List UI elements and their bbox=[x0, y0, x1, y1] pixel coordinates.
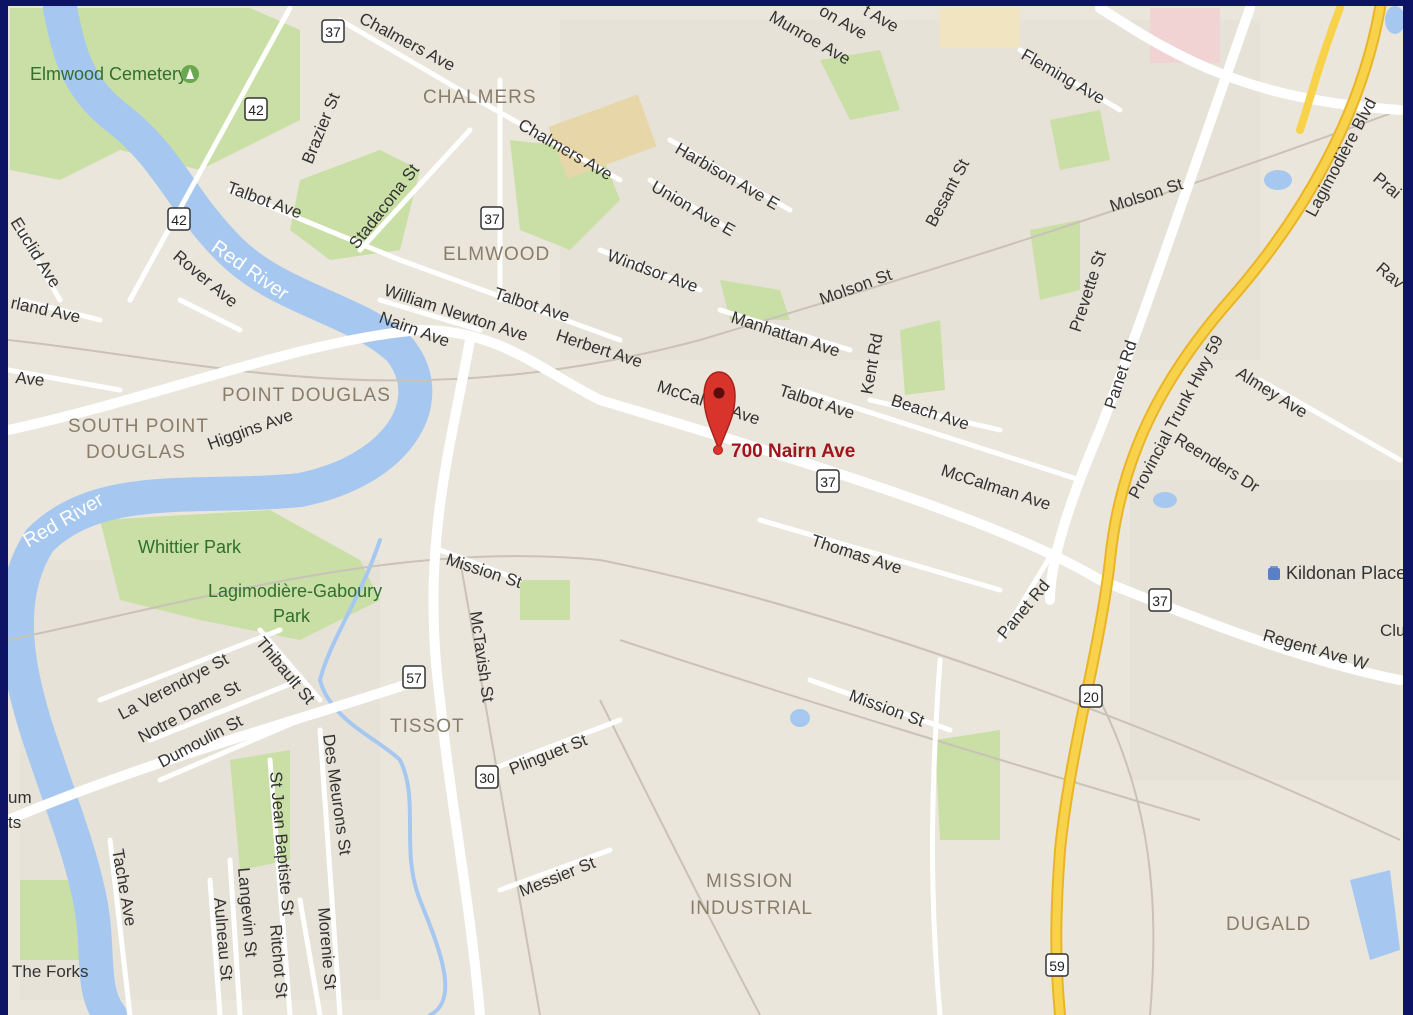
commercial-area bbox=[940, 8, 1020, 48]
park-label[interactable]: Park bbox=[273, 606, 311, 626]
cemetery-icon bbox=[181, 65, 199, 83]
neighborhood-label: SOUTH POINT bbox=[68, 416, 209, 437]
svg-text:37: 37 bbox=[484, 211, 500, 227]
neighborhood-label: CHALMERS bbox=[423, 87, 537, 108]
river-features bbox=[8, 6, 448, 1015]
svg-text:37: 37 bbox=[820, 474, 836, 490]
svg-text:30: 30 bbox=[479, 770, 495, 786]
neighborhood-label: POINT DOUGLAS bbox=[222, 385, 391, 406]
shopping-icon bbox=[1268, 566, 1280, 580]
street-label: Ave bbox=[15, 368, 46, 390]
route-shield: 37 bbox=[1148, 588, 1172, 612]
svg-text:59: 59 bbox=[1049, 958, 1065, 974]
pin-label[interactable]: 700 Nairn Ave bbox=[731, 441, 855, 462]
highways-inner bbox=[1052, 6, 1384, 1015]
ponds bbox=[790, 6, 1403, 960]
route-shield: 42 bbox=[167, 207, 191, 231]
street-label: Clu bbox=[1380, 621, 1403, 640]
park-label[interactable]: Lagimodière-Gaboury bbox=[208, 581, 382, 601]
area-label: The Forks bbox=[12, 962, 89, 981]
route-shield: 59 bbox=[1045, 953, 1069, 977]
residential-blocks bbox=[20, 20, 1400, 1000]
area-label: um bbox=[8, 788, 32, 807]
neighborhood-label: DOUGLAS bbox=[86, 442, 186, 463]
svg-text:37: 37 bbox=[1152, 593, 1168, 609]
svg-text:42: 42 bbox=[171, 212, 187, 228]
svg-text:57: 57 bbox=[406, 670, 422, 686]
route-shield: 42 bbox=[244, 97, 268, 121]
neighborhood-label: TISSOT bbox=[390, 716, 465, 737]
poi-label[interactable]: Kildonan Place bbox=[1286, 563, 1403, 583]
route-shield: 30 bbox=[475, 765, 499, 789]
route-shield: 37 bbox=[321, 19, 345, 43]
railway-lines bbox=[8, 109, 1401, 1015]
map-pin-icon[interactable] bbox=[703, 371, 736, 455]
map-canvas[interactable]: 37 42 42 37 37 37 57 30 20 59 CHALMERS E… bbox=[8, 6, 1403, 1015]
neighborhood-label: MISSION bbox=[706, 871, 793, 892]
poi-label[interactable]: Elmwood Cemetery bbox=[30, 64, 187, 84]
neighborhood-label: DUGALD bbox=[1226, 914, 1311, 935]
route-shield: 20 bbox=[1079, 684, 1103, 708]
neighborhood-label: INDUSTRIAL bbox=[690, 898, 813, 919]
svg-text:37: 37 bbox=[325, 24, 341, 40]
svg-text:20: 20 bbox=[1083, 689, 1099, 705]
neighborhood-label: ELMWOOD bbox=[443, 244, 550, 265]
svg-text:42: 42 bbox=[248, 102, 264, 118]
arterial-roads bbox=[8, 6, 1403, 1015]
map-viewport[interactable]: 37 42 42 37 37 37 57 30 20 59 CHALMERS E… bbox=[8, 6, 1403, 1015]
route-shield: 37 bbox=[816, 469, 840, 493]
route-shield: 37 bbox=[480, 206, 504, 230]
minor-streets bbox=[8, 6, 1403, 1015]
area-label: ts bbox=[8, 813, 21, 832]
route-shield: 57 bbox=[402, 665, 426, 689]
park-label[interactable]: Whittier Park bbox=[138, 537, 242, 557]
